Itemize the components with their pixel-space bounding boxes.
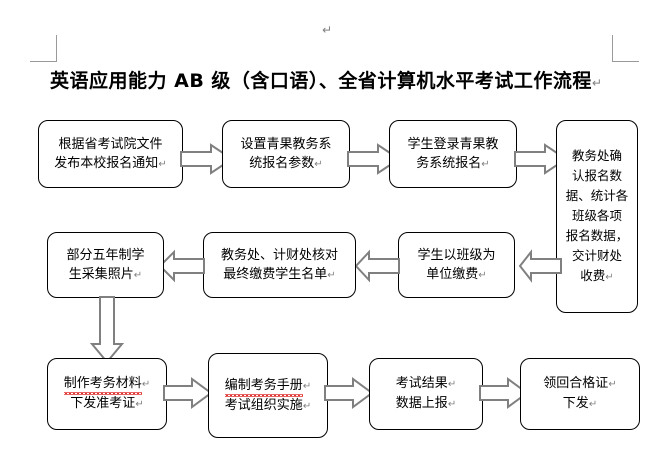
flow-node-configure-registration-params[interactable]: 设置青果教务系 统报名参数↵	[222, 120, 350, 188]
connector-arrow-left-n6-n7	[158, 249, 205, 283]
page-margin-corner-top-right	[612, 35, 639, 62]
paragraph-mark: ↵	[447, 379, 457, 390]
flow-node-line: 单位缴费↵	[426, 266, 487, 282]
flow-node-line: 班级各项	[571, 207, 622, 223]
flow-node-class-payment[interactable]: 学生以班级为 单位缴费↵	[398, 232, 515, 298]
flow-node-line: 部分五年制学	[66, 247, 145, 263]
flow-node-publish-registration-notice[interactable]: 根据省考试院文件 发布本校报名通知↵	[38, 120, 183, 188]
paragraph-mark: ↵	[158, 158, 167, 170]
flow-node-prepare-exam-materials[interactable]: 制作考务材料↵ 下发准考证↵	[47, 358, 167, 430]
flow-node-line: 考试结果↵	[395, 376, 457, 391]
spellcheck-underline: 编制考务手册	[224, 377, 303, 397]
connector-arrow-left-n5-n6	[354, 249, 400, 283]
flow-node-line: 生采集照片↵	[68, 266, 143, 282]
page-margin-corner-top-left	[30, 35, 57, 62]
flow-node-verify-final-paid-list[interactable]: 教务处、计财处核对 最终缴费学生名单↵	[203, 232, 356, 298]
paragraph-mark: ↵	[141, 379, 151, 390]
flow-node-text: 领回合格证↵ 下发↵	[543, 374, 616, 414]
flow-node-line: 统报名参数↵	[249, 155, 323, 171]
flow-node-five-year-students-photo[interactable]: 部分五年制学 生采集照片↵	[47, 232, 164, 298]
paragraph-mark-top: ↵	[322, 23, 333, 37]
flow-node-text: 编制考务手册↵ 考试组织实施↵	[224, 376, 312, 416]
connector-arrow-right-n8-n9	[163, 376, 213, 410]
flow-node-compile-exam-handbook[interactable]: 编制考务手册↵ 考试组织实施↵	[208, 353, 328, 438]
flow-node-line: 制作考务材料↵	[63, 374, 151, 395]
flow-node-line: 据、统计各	[565, 187, 629, 203]
connector-arrow-right-n2-n3	[347, 142, 401, 176]
flow-node-line: 认报名数	[571, 167, 622, 183]
flow-node-line: 收费↵	[580, 267, 614, 283]
flow-node-report-exam-results[interactable]: 考试结果↵ 数据上报↵	[369, 358, 483, 430]
flow-node-line: 报名数据，	[565, 227, 629, 243]
connector-arrow-right-n9-n10	[324, 376, 374, 410]
flow-node-line: 教务处确	[571, 147, 622, 163]
spellcheck-underline: 制作考务材料	[63, 376, 142, 395]
paragraph-mark: ↵	[314, 158, 323, 170]
connector-arrow-left-n4-n5	[518, 249, 562, 283]
flow-node-line: 编制考务手册↵	[224, 376, 312, 397]
paragraph-mark: ↵	[478, 269, 487, 281]
flow-node-line: 发布本校报名通知↵	[54, 155, 167, 171]
paragraph-mark: ↵	[588, 399, 598, 410]
flow-node-text: 学生登录青果教 务系统报名↵	[407, 135, 498, 174]
paragraph-mark-title: ↵	[591, 76, 603, 90]
flow-node-line: 数据上报↵	[395, 396, 457, 411]
flow-node-line: 考试组织实施↵	[224, 397, 312, 413]
flow-node-line: 学生登录青果教	[407, 136, 499, 152]
flow-node-collect-distribute-certificates[interactable]: 领回合格证↵ 下发↵	[520, 358, 640, 430]
paragraph-mark: ↵	[481, 158, 490, 170]
flow-node-line: 学生以班级为	[417, 247, 496, 263]
flow-node-line: 下发↵	[562, 396, 598, 411]
flow-node-line: 交计财处	[571, 247, 622, 263]
paragraph-mark: ↵	[447, 399, 457, 410]
paragraph-mark: ↵	[302, 400, 312, 412]
paragraph-mark: ↵	[135, 399, 144, 410]
flow-node-academic-affairs-confirm-data[interactable]: 教务处确 认报名数 据、统计各 班级各项 报名数据， 交计财处 收费↵	[556, 120, 638, 313]
flow-node-text: 考试结果↵ 数据上报↵	[396, 374, 456, 414]
connector-arrow-down-n7-n8	[88, 296, 126, 364]
paragraph-mark: ↵	[302, 380, 312, 392]
connector-arrow-right-n1-n2	[180, 142, 234, 176]
flow-node-text: 教务处确 认报名数 据、统计各 班级各项 报名数据， 交计财处 收费↵	[566, 146, 629, 288]
page-title-text: 英语应用能力 AB 级（含口语）、全省计算机水平考试工作流程	[50, 70, 592, 92]
flow-node-line: 务系统报名↵	[416, 155, 490, 171]
paragraph-mark: ↵	[605, 271, 614, 283]
flow-node-line: 根据省考试院文件	[58, 136, 163, 152]
flow-node-line: 领回合格证↵	[543, 376, 617, 391]
flow-node-student-login-register[interactable]: 学生登录青果教 务系统报名↵	[389, 120, 517, 188]
flow-node-text: 根据省考试院文件 发布本校报名通知↵	[54, 135, 166, 174]
paragraph-mark: ↵	[608, 379, 617, 390]
flow-node-text: 部分五年制学 生采集照片↵	[66, 246, 144, 285]
flow-node-text: 教务处、计财处核对 最终缴费学生名单↵	[221, 246, 338, 285]
connector-arrow-right-n3-n4	[514, 142, 568, 176]
flow-node-text: 学生以班级为 单位缴费↵	[417, 246, 495, 285]
paragraph-mark: ↵	[327, 269, 336, 281]
flow-node-line: 下发准考证↵	[70, 396, 144, 411]
flow-node-line: 设置青果教务系	[240, 136, 332, 152]
flow-node-line: 教务处、计财处核对	[220, 247, 338, 263]
page-title: 英语应用能力 AB 级（含口语）、全省计算机水平考试工作流程↵	[50, 66, 630, 93]
flow-node-line: 最终缴费学生名单↵	[223, 266, 336, 282]
flow-node-text: 设置青果教务系 统报名参数↵	[240, 135, 331, 174]
connector-arrow-right-n10-n11	[479, 376, 529, 410]
paragraph-mark: ↵	[133, 269, 143, 281]
flow-node-text: 制作考务材料↵ 下发准考证↵	[63, 374, 151, 414]
